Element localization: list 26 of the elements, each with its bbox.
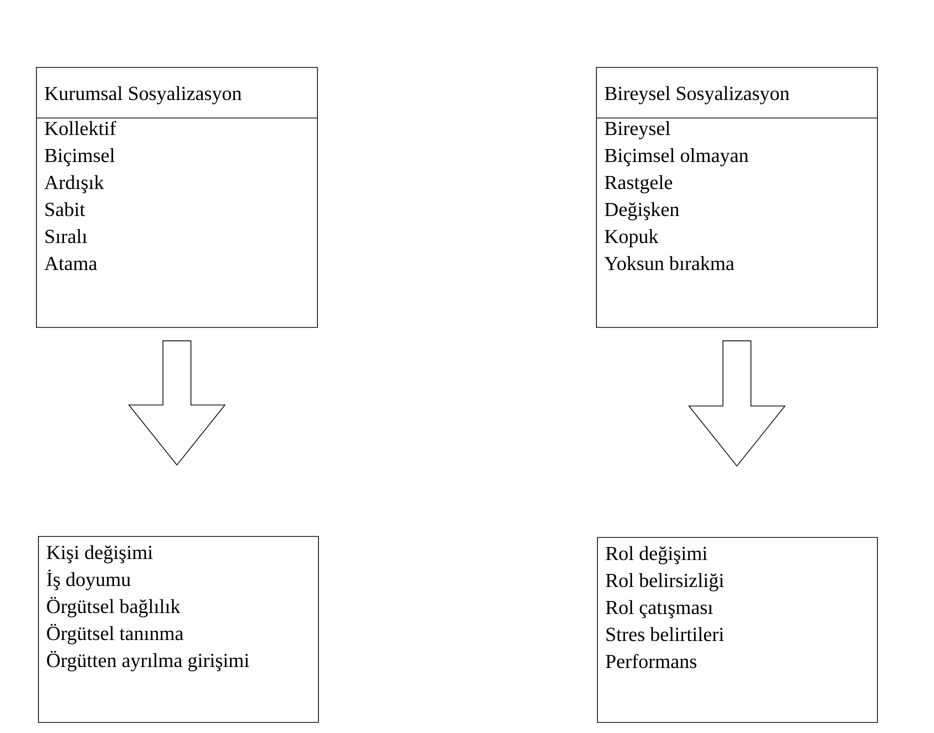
block-arrow	[688, 340, 786, 467]
list-item: Atama	[44, 256, 98, 270]
list-item: Rastgele	[604, 175, 672, 194]
block-arrow	[128, 340, 226, 466]
list-item: Sabit	[46, 202, 86, 216]
list-item: Kişi değişimi	[46, 545, 153, 564]
box-heading: Kurumsal Sosyalizasyon	[44, 86, 242, 104]
list-item: İş doyumu	[46, 570, 131, 590]
list-item: Örgütsel tanınma	[47, 624, 184, 644]
list-item: Sıralı	[46, 229, 87, 244]
list-item: Kopuk	[604, 229, 658, 248]
list-item: Örgütten ayrılma girişimi	[47, 650, 250, 672]
list-item: Yoksun bırakma	[604, 256, 734, 270]
list-item: Bireysel	[604, 121, 670, 140]
box-heading: Bireysel Sosyalizasyon	[604, 86, 790, 104]
list-item: Değişken	[604, 202, 680, 220]
list-item: Kollektif	[44, 120, 116, 136]
list-item: Rol değişimi	[606, 546, 708, 564]
list-item: Ardışık	[44, 175, 104, 194]
list-item: Rol çatışması	[606, 600, 713, 618]
list-item: Biçimsel	[44, 148, 115, 166]
list-item: Stres belirtileri	[606, 627, 724, 642]
list-item: Rol belirsizliği	[606, 573, 724, 592]
list-item: Örgütsel bağlılık	[47, 596, 180, 618]
list-item: Performans	[606, 654, 696, 668]
list-item: Biçimsel olmayan	[604, 148, 748, 166]
